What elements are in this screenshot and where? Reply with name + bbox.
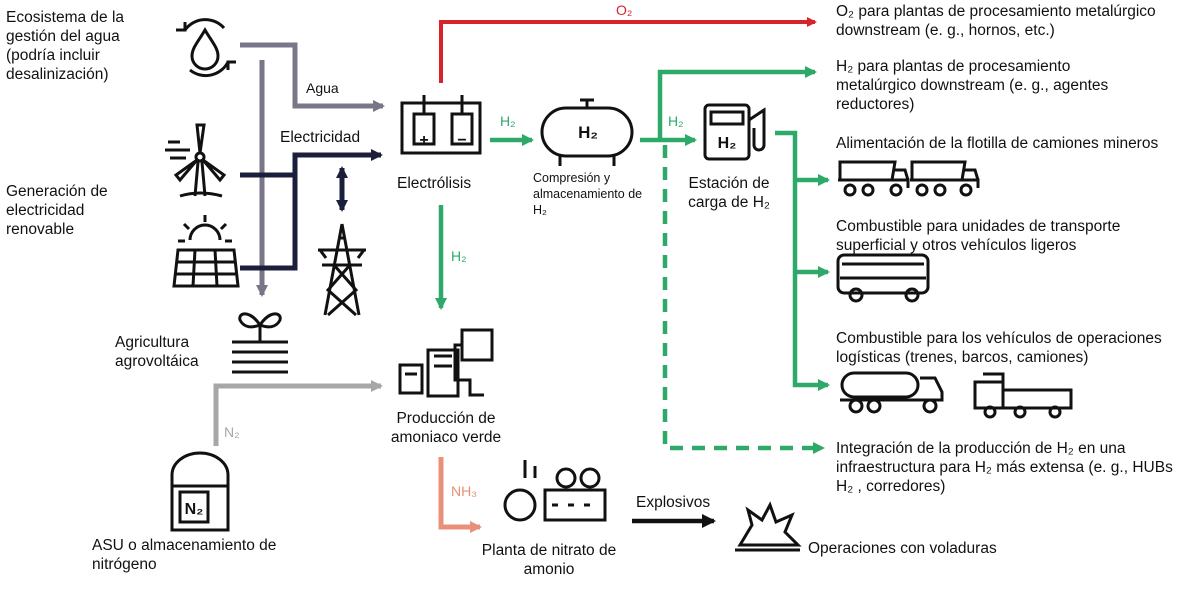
output-surface-fuel: Combustible para unidades de transporte … xyxy=(836,218,1121,254)
flow-label-explosivos: Explosivos xyxy=(636,494,711,511)
water-cycle-icon xyxy=(176,18,236,78)
asu-storage-label: ASU o almacenamiento de nitrógeno xyxy=(92,537,277,573)
flow-label-h2-down: H₂ xyxy=(451,248,467,264)
pump-label: H₂ xyxy=(718,135,737,152)
output-o2-plants: O₂ para plantas de procesamiento metalúr… xyxy=(836,3,1156,39)
flow-label-agua: Agua xyxy=(306,80,339,96)
water-ecosystem-label: Ecosistema de la gestión del agua (podrí… xyxy=(6,9,125,83)
asu-tank-icon: N₂ xyxy=(170,451,230,532)
flow-label-h2-station: H₂ xyxy=(668,113,684,129)
bus-icon xyxy=(836,253,930,303)
minus-sign: − xyxy=(457,132,466,149)
ammonia-plant-icon xyxy=(398,328,494,398)
fuel-pump-icon: H₂ xyxy=(703,103,766,161)
agrovoltaic-label: Agricultura agrovoltáica xyxy=(115,334,199,370)
tanker-truck-icon xyxy=(840,371,944,414)
storage-tank-icon: H₂ xyxy=(540,98,634,166)
output-logistics-fuel: Combustible para los vehículos de operac… xyxy=(836,330,1162,366)
output-h2-plants: H₂ para plantas de procesamiento metalúr… xyxy=(836,58,1109,113)
nitrate-plant-icon xyxy=(503,460,607,522)
locomotive-icon xyxy=(973,372,1073,419)
flow-label-o2: O₂ xyxy=(616,2,633,18)
ammonia-flow-line xyxy=(438,457,482,533)
transmission-tower-icon xyxy=(318,223,366,317)
asu-label: N₂ xyxy=(185,501,204,518)
hydrogen-flow-lines xyxy=(435,66,830,454)
nitrogen-flow-line xyxy=(213,380,383,446)
output-blasting: Operaciones con voladuras xyxy=(808,540,997,557)
oxygen-flow-line xyxy=(439,17,817,83)
wind-turbine-icon xyxy=(165,123,227,198)
station-label: Estación de carga de H₂ xyxy=(688,175,770,211)
dump-truck-icon xyxy=(838,160,980,197)
sprout-icon xyxy=(232,312,288,374)
flow-label-electricidad: Electricidad xyxy=(280,129,361,146)
compression-label: Compresión y almacenamiento de H₂ xyxy=(533,171,643,217)
output-integration: Integración de la producción de H₂ en un… xyxy=(836,440,1173,495)
flow-label-h2-electrolysis: H₂ xyxy=(500,113,516,129)
nitrate-plant-label: Planta de nitrato de amonio xyxy=(481,542,617,578)
flow-label-nh3: NH₃ xyxy=(451,483,477,499)
solar-panel-icon xyxy=(172,215,240,288)
tank-label: H₂ xyxy=(578,123,598,142)
explosion-icon xyxy=(735,501,802,552)
electricity-flow-lines xyxy=(240,149,383,271)
electrolyzer-icon: + − xyxy=(400,95,482,155)
output-mining-fleet: Alimentación de la flotilla de camiones … xyxy=(836,135,1159,152)
flow-label-n2: N₂ xyxy=(224,424,240,440)
renewable-generation-label: Generación de electricidad renovable xyxy=(6,183,108,238)
ammonia-production-label: Producción de amoniaco verde xyxy=(390,410,502,446)
electrolysis-label: Electrólisis xyxy=(397,175,472,192)
plus-sign: + xyxy=(419,132,428,149)
